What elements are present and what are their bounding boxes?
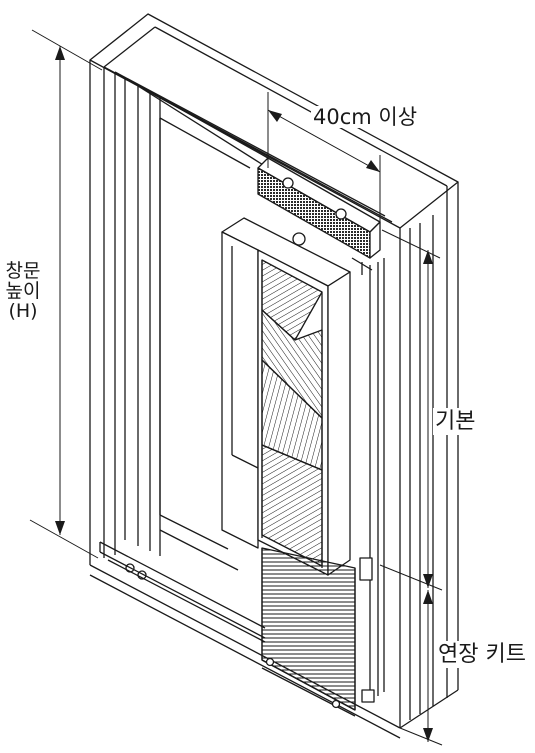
basic-height-dimension [379,229,443,591]
window-height-dimension [29,29,103,559]
window-height-label-line2: 높이 [5,279,41,302]
extension-kit-panel [261,547,375,717]
basic-label: 기본 [433,408,478,436]
extension-kit-label: 연장 키트 [436,641,528,669]
extension-kit-dimension [399,590,443,746]
window-height-label-line1: 창문 [5,260,41,282]
air-conditioner-unit [221,217,351,576]
window-height-label-line3: (H) [8,299,38,322]
window-height-label: 창문 높이 (H) [2,260,44,322]
side-rail [359,258,385,700]
sliding-window-sash [99,77,269,643]
min-width-label: 40cm 이상 [311,105,420,129]
min-width-dimension [267,92,381,222]
top-bracket [257,157,381,275]
